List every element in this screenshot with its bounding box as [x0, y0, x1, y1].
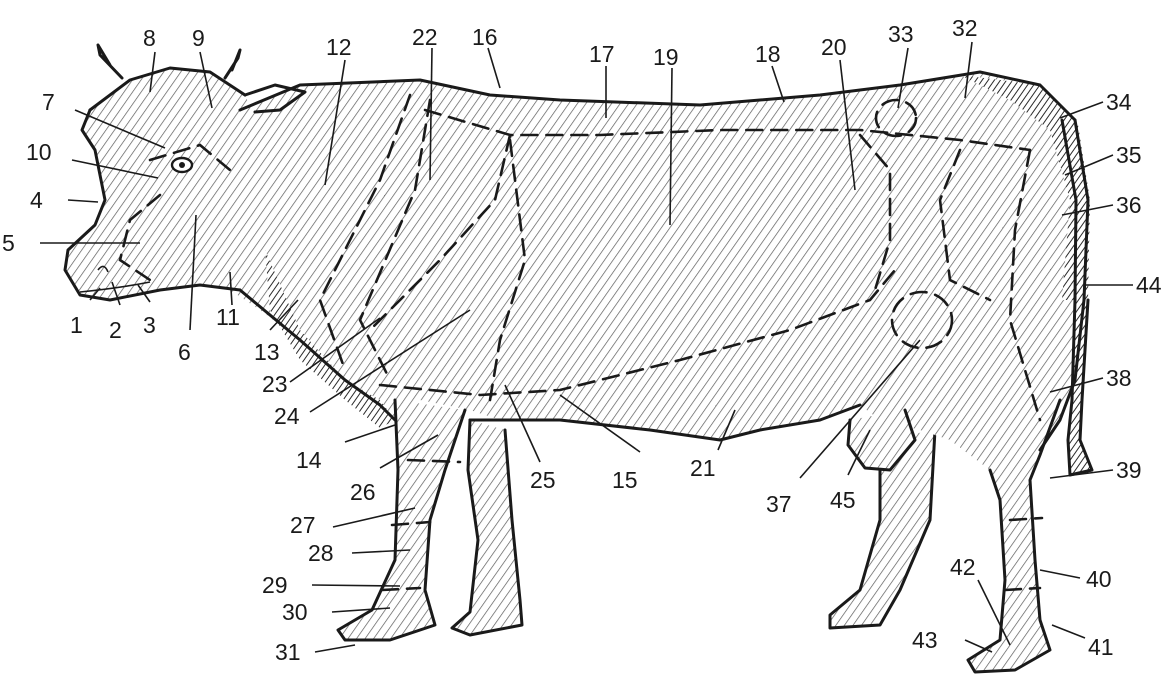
cow-silhouette [65, 45, 1092, 672]
label-3: 3 [143, 312, 156, 338]
label-2: 2 [109, 317, 122, 343]
label-38: 38 [1106, 365, 1132, 391]
label-14: 14 [296, 447, 322, 473]
label-28: 28 [308, 540, 334, 566]
label-8: 8 [143, 25, 156, 51]
label-39: 39 [1116, 457, 1142, 483]
label-23: 23 [262, 371, 288, 397]
label-32: 32 [952, 15, 978, 41]
label-19: 19 [653, 44, 679, 70]
label-45: 45 [830, 487, 856, 513]
label-4: 4 [30, 187, 43, 213]
label-34: 34 [1106, 89, 1132, 115]
label-25: 25 [530, 467, 556, 493]
label-35: 35 [1116, 142, 1142, 168]
label-5: 5 [2, 230, 15, 256]
label-30: 30 [282, 599, 308, 625]
label-18: 18 [755, 41, 781, 67]
label-7: 7 [42, 89, 55, 115]
right-horn [225, 50, 240, 78]
label-36: 36 [1116, 192, 1142, 218]
label-15: 15 [612, 467, 638, 493]
left-horn [98, 45, 122, 78]
label-12: 12 [326, 34, 352, 60]
label-31: 31 [275, 639, 301, 665]
label-22: 22 [412, 24, 438, 50]
label-10: 10 [26, 139, 52, 165]
label-44: 44 [1136, 272, 1162, 298]
label-16: 16 [472, 24, 498, 50]
near-foreleg [338, 400, 465, 640]
label-27: 27 [290, 512, 316, 538]
label-37: 37 [766, 491, 792, 517]
label-9: 9 [192, 25, 205, 51]
label-43: 43 [912, 627, 938, 653]
label-13: 13 [254, 339, 280, 365]
label-21: 21 [690, 455, 716, 481]
label-17: 17 [589, 41, 615, 67]
label-40: 40 [1086, 566, 1112, 592]
label-33: 33 [888, 21, 914, 47]
label-26: 26 [350, 479, 376, 505]
label-1: 1 [70, 312, 83, 338]
label-41: 41 [1088, 634, 1114, 660]
label-6: 6 [178, 339, 191, 365]
cow-head [65, 68, 265, 300]
label-42: 42 [950, 554, 976, 580]
label-11: 11 [216, 304, 240, 330]
label-24: 24 [274, 403, 300, 429]
label-29: 29 [262, 572, 288, 598]
label-20: 20 [821, 34, 847, 60]
